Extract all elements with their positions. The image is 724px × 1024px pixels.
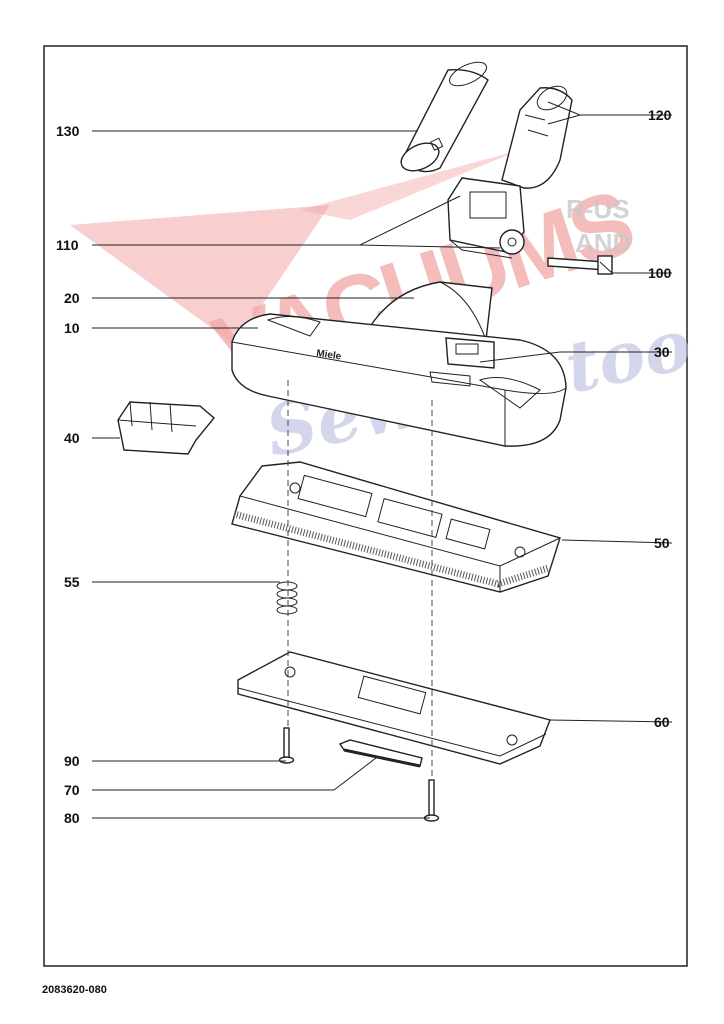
callout-100: 100 xyxy=(648,265,672,281)
watermark-swoosh-upper-icon xyxy=(300,150,520,220)
callout-labels: 130 120 110 100 20 10 30 40 50 55 60 90 … xyxy=(56,107,672,826)
callout-80: 80 xyxy=(64,810,80,826)
part-60-bottom-plate xyxy=(237,651,551,765)
part-100-pin xyxy=(547,255,613,275)
assembly-axes xyxy=(287,380,433,780)
callout-110: 110 xyxy=(56,237,79,253)
watermark-and-text: AND xyxy=(575,228,631,258)
part-130-tube xyxy=(400,61,489,173)
part-90-screw xyxy=(278,727,295,764)
leader-lines xyxy=(92,101,673,819)
callout-130: 130 xyxy=(56,123,80,139)
document-number: 2083620-080 xyxy=(42,984,107,996)
part-50-brush-base xyxy=(231,461,561,593)
callout-50: 50 xyxy=(654,535,670,551)
callout-70: 70 xyxy=(64,782,80,798)
part-70-strip xyxy=(338,739,423,768)
callout-90: 90 xyxy=(64,753,80,769)
callout-40: 40 xyxy=(64,430,80,446)
part-110-swivel xyxy=(447,177,525,259)
callout-30: 30 xyxy=(654,344,670,360)
brand-label: Miele xyxy=(316,348,343,362)
callout-55: 55 xyxy=(64,574,80,590)
callout-120: 120 xyxy=(648,107,672,123)
watermark-r-us-text: R-US xyxy=(566,194,630,224)
diagram-frame xyxy=(43,45,688,967)
callout-10: 10 xyxy=(64,320,80,336)
part-40-clip xyxy=(117,401,215,455)
part-80-screw xyxy=(423,779,440,822)
part-55-spring xyxy=(276,581,298,615)
callout-20: 20 xyxy=(64,290,80,306)
part-30-switch xyxy=(429,337,495,387)
watermark-swoosh-icon xyxy=(70,205,330,345)
callout-60: 60 xyxy=(654,714,670,730)
part-120-elbow xyxy=(501,85,573,189)
